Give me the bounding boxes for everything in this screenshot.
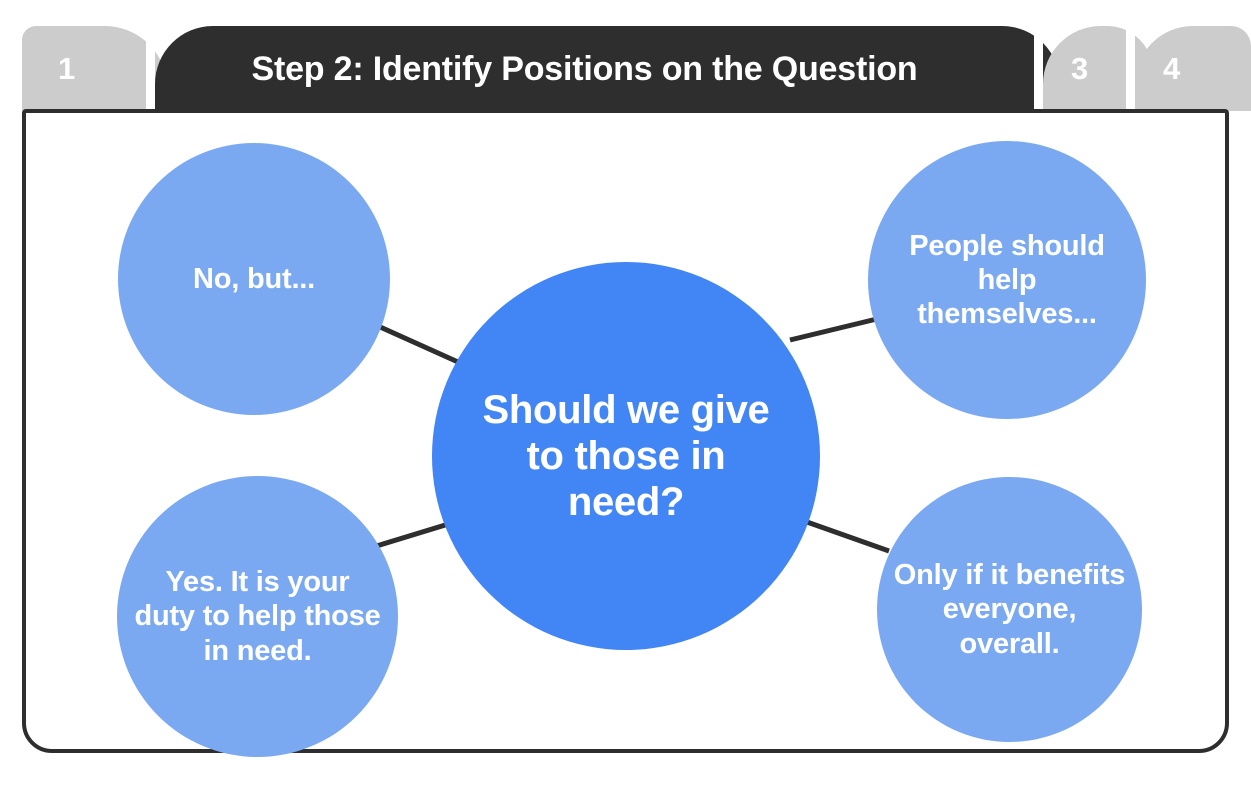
position-node-bottom-left-text: Yes. It is your duty to help those in ne… bbox=[134, 566, 381, 667]
tab-separator-mid bbox=[1034, 26, 1043, 111]
position-node-top-left-text: No, but... bbox=[192, 262, 316, 295]
tab-step-1[interactable]: 1 bbox=[22, 26, 167, 111]
tab-separator-left bbox=[146, 26, 155, 111]
question-node-center[interactable]: Should we give to those in need? bbox=[432, 262, 820, 650]
position-node-top-left[interactable]: No, but... bbox=[118, 143, 390, 415]
tab-step-2-active[interactable]: Step 2: Identify Positions on the Questi… bbox=[155, 26, 1060, 111]
position-node-bottom-right-text: Only if it benefits everyone, overall. bbox=[893, 559, 1126, 660]
page-title: Step 2: Identify Positions on the Questi… bbox=[251, 49, 918, 88]
tab-step-4[interactable]: 4 bbox=[1135, 26, 1251, 111]
position-node-top-right-text: People should help themselves... bbox=[909, 229, 1105, 331]
question-node-center-text: Should we give to those in need? bbox=[482, 388, 770, 524]
tab-step-4-label: 4 bbox=[1163, 51, 1181, 86]
tab-separator-right bbox=[1126, 26, 1135, 111]
tab-step-1-label: 1 bbox=[58, 51, 76, 86]
position-node-top-right[interactable]: People should help themselves... bbox=[868, 141, 1146, 419]
tab-step-3-label: 3 bbox=[1071, 51, 1089, 86]
position-node-bottom-left[interactable]: Yes. It is your duty to help those in ne… bbox=[117, 476, 398, 757]
position-node-bottom-right[interactable]: Only if it benefits everyone, overall. bbox=[877, 477, 1142, 742]
tab-bar: 1 Step 2: Identify Positions on the Ques… bbox=[0, 26, 1251, 111]
